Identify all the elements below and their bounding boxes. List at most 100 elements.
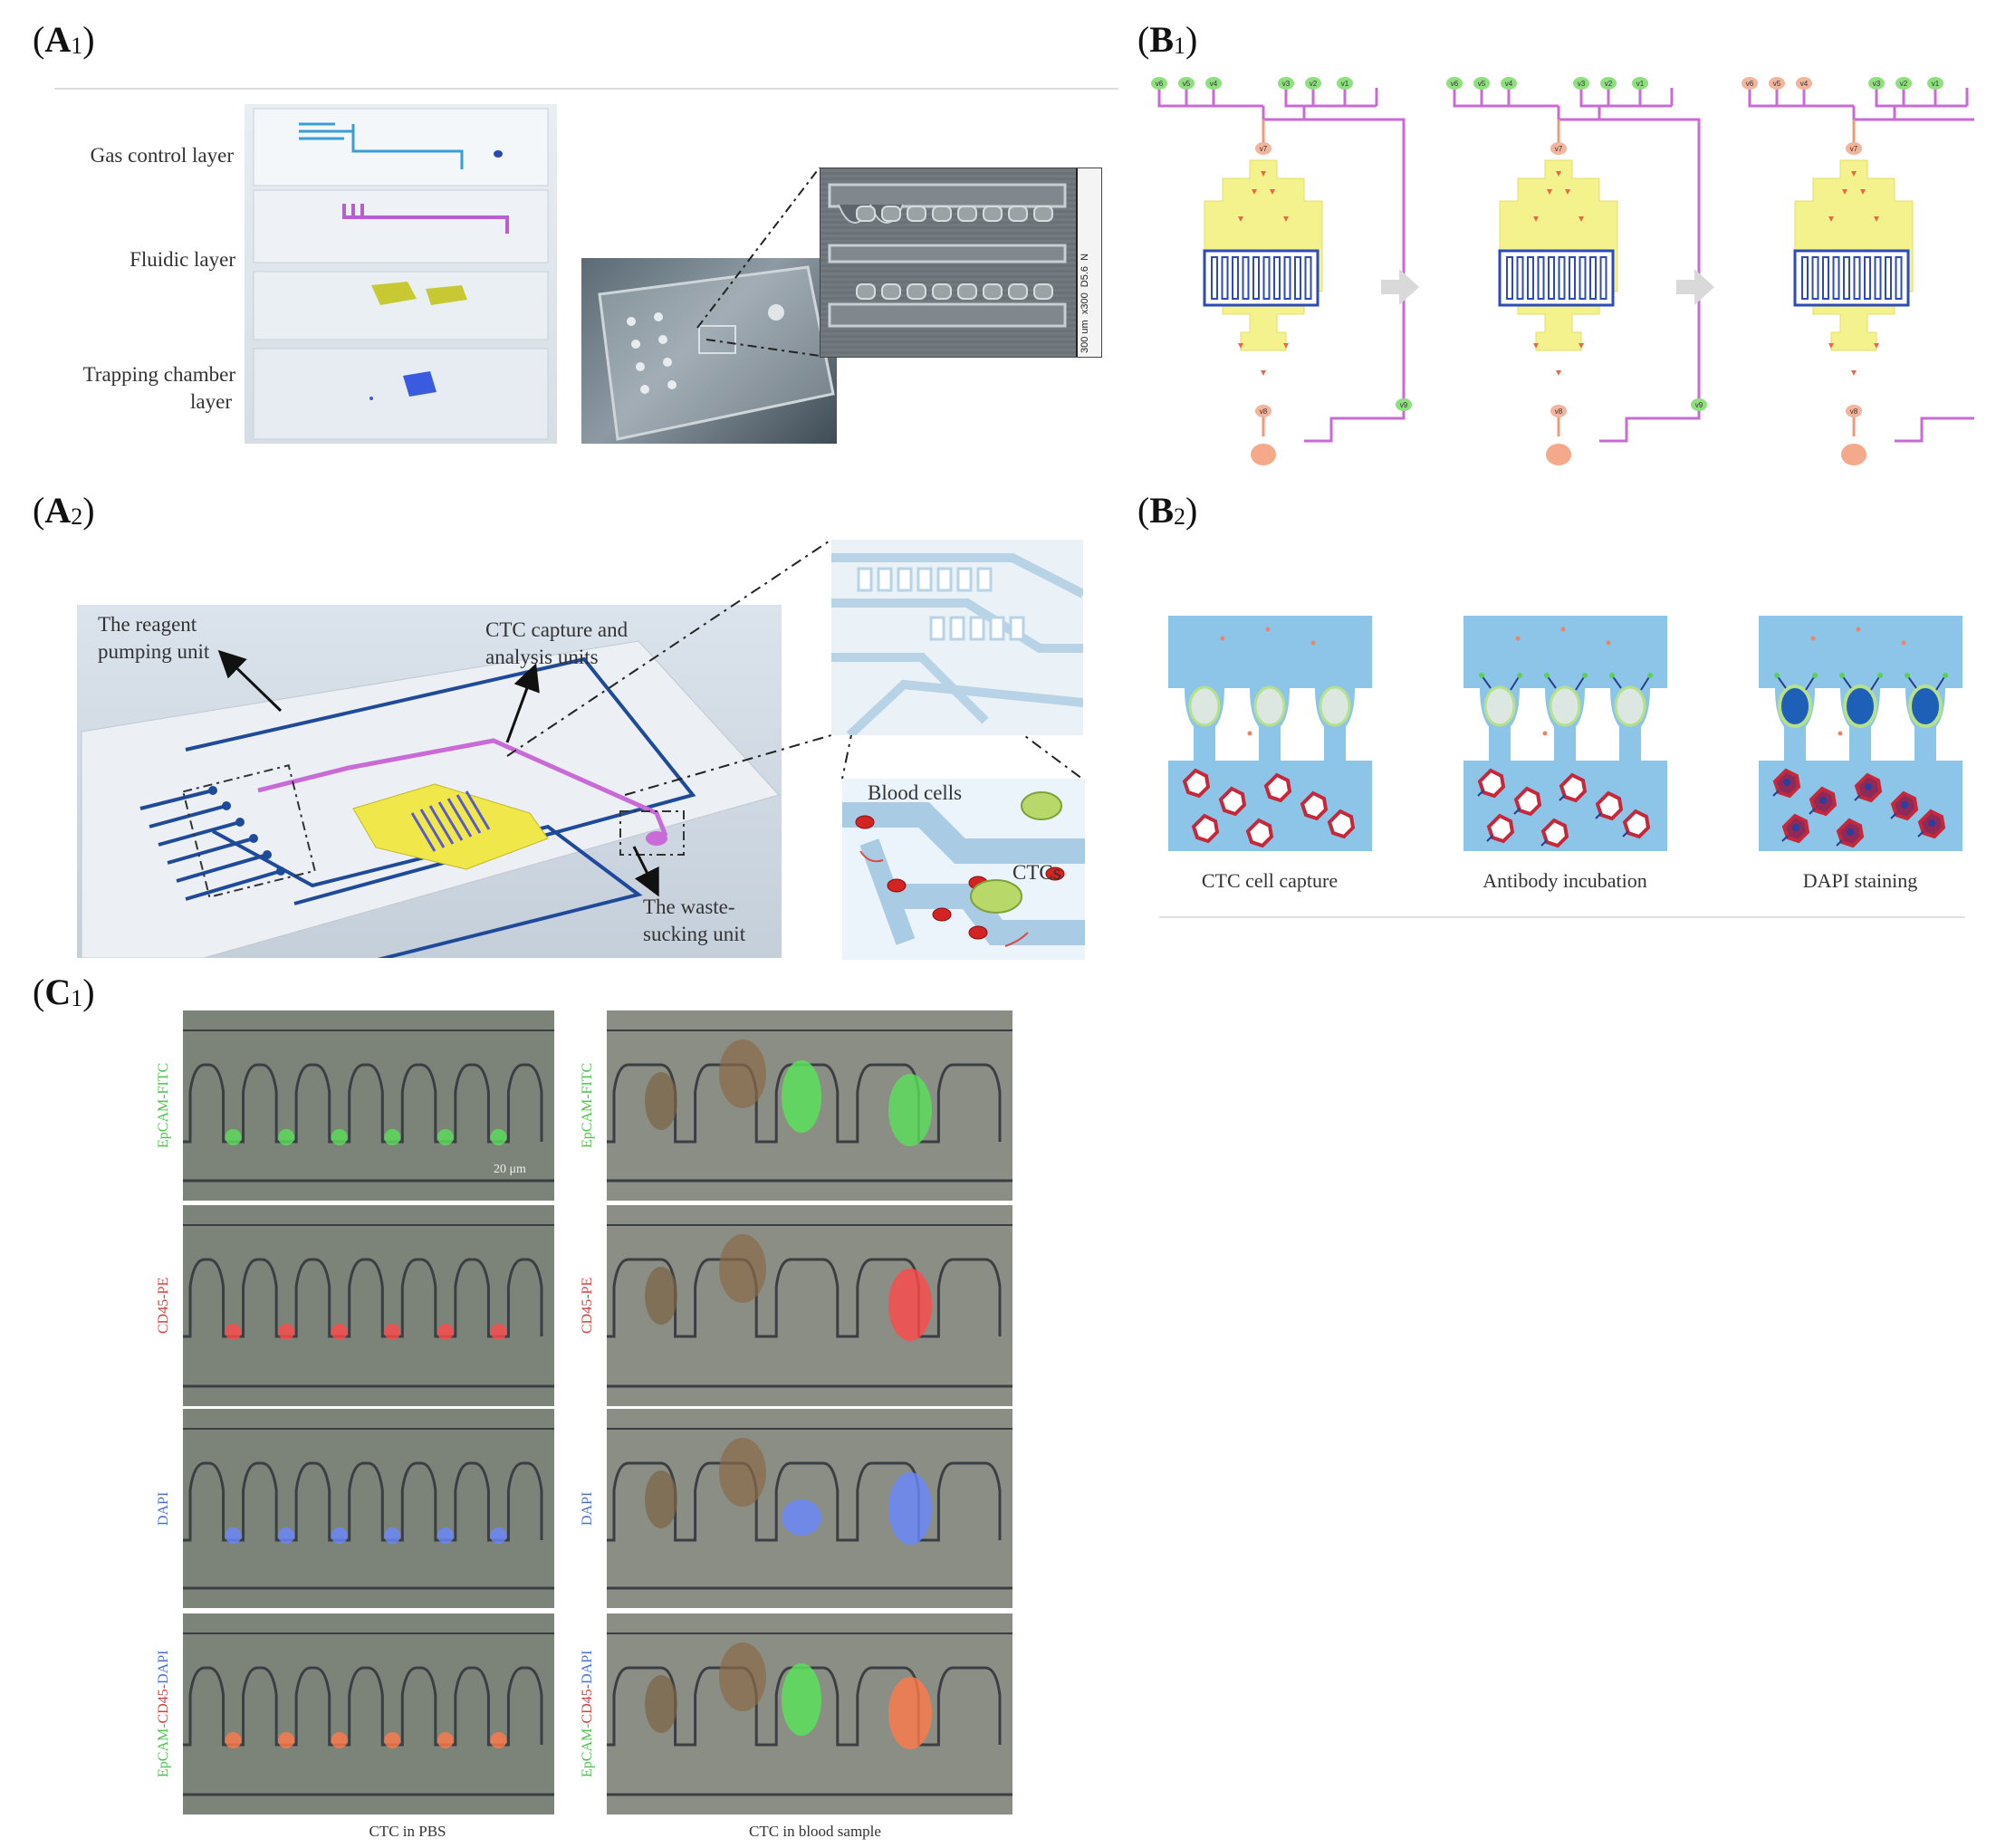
blood-cell <box>1245 818 1274 848</box>
row-label-right-1: EpCAM-FITC <box>580 1062 595 1149</box>
blood-cell <box>1540 818 1569 848</box>
panel-label-b1: (B1) <box>1137 19 1198 60</box>
valve-node <box>1796 77 1812 90</box>
valve-label: v8 <box>1850 407 1858 416</box>
valve-label: v7 <box>1555 145 1563 153</box>
valve-label: v7 <box>1850 145 1858 153</box>
valve-label: v2 <box>1900 80 1908 88</box>
layer-stack-figure <box>245 104 557 444</box>
valve-node <box>1396 398 1412 411</box>
ctc-cell <box>1908 685 1943 728</box>
panel-label-a2: (A2) <box>33 490 95 531</box>
step-arrow-1 <box>1381 269 1419 305</box>
blood-cell <box>1622 809 1651 839</box>
valve-node <box>1691 398 1707 411</box>
layer-label-fluidic: Fluidic layer <box>130 248 235 271</box>
micrograph-r4-c1 <box>183 1613 554 1814</box>
valve-label: v1 <box>1932 80 1940 88</box>
blood-cell <box>1218 786 1247 817</box>
layer-label-gas: Gas control layer <box>90 144 234 167</box>
micrograph-r1-c1 <box>183 1010 554 1201</box>
blood-cell <box>1182 768 1211 799</box>
valve-label: v1 <box>1341 80 1349 88</box>
valve-label: v2 <box>1310 80 1318 88</box>
stain-step-2: Antibody incubation <box>1463 616 1667 892</box>
valve-node <box>1846 142 1862 155</box>
label-ctc-capture-1: CTC capture and <box>485 618 629 641</box>
blood-cell <box>1263 772 1292 803</box>
valve-node <box>1446 77 1463 90</box>
blood-cell <box>1513 786 1542 817</box>
valve-node <box>1573 77 1589 90</box>
valve-node <box>1255 142 1271 155</box>
valve-label: v6 <box>1451 80 1459 88</box>
step-label: Antibody incubation <box>1483 869 1646 892</box>
valve-label: v4 <box>1505 80 1513 88</box>
valve-label: v2 <box>1605 80 1613 88</box>
micrograph-r4-c2 <box>607 1613 1012 1814</box>
blood-cell <box>1559 772 1588 803</box>
valve-label: v6 <box>1156 80 1164 88</box>
label-reagent-2: pumping unit <box>98 640 210 663</box>
label-waste-1: The waste- <box>643 895 735 918</box>
sem-image <box>820 168 1102 358</box>
valve-node <box>1927 77 1943 90</box>
panel-a1-divider <box>54 88 1118 90</box>
zoom-dash-lines-a1 <box>696 167 820 357</box>
micrograph-r2-c2 <box>607 1205 1012 1406</box>
label-ctc-capture-2: analysis units <box>485 646 599 668</box>
micrograph-r3-c2 <box>607 1409 1012 1608</box>
blood-cell <box>1191 813 1220 844</box>
panel-label-c1: (C1) <box>33 972 95 1012</box>
row-label-right-2: CD45-PE <box>580 1277 595 1335</box>
valve-node <box>1337 77 1353 90</box>
valve-node <box>1205 77 1222 90</box>
valve-label: v9 <box>1400 401 1408 409</box>
valve-node <box>1178 77 1195 90</box>
valve-node <box>1769 77 1785 90</box>
row-label-3: DAPI <box>156 1491 171 1526</box>
valve-label: v5 <box>1773 80 1781 88</box>
panel-label-b2: (B2) <box>1137 490 1198 531</box>
row-label-right-4: EpCAM-CD45-DAPI <box>580 1650 595 1778</box>
valve-node <box>1473 77 1490 90</box>
b2-underline <box>1159 916 1965 918</box>
scale-bar-label: 20 μm <box>494 1163 526 1176</box>
stain-step-1: CTC cell capture <box>1168 616 1372 892</box>
layer-label-trapping-2: layer <box>190 390 232 413</box>
valve-node <box>1868 77 1885 90</box>
valve-label: v1 <box>1636 80 1645 88</box>
blood-cell <box>1477 768 1506 799</box>
blood-cell <box>1595 790 1624 821</box>
valve-node <box>1255 405 1271 417</box>
valve-label: v5 <box>1183 80 1191 88</box>
valve-node <box>1895 77 1912 90</box>
panel-label-a1: (A1) <box>33 19 95 60</box>
stain-step-3: DAPI staining <box>1759 616 1962 892</box>
valve-label: v8 <box>1555 407 1563 416</box>
valve-node <box>1600 77 1617 90</box>
ctc-cell <box>1843 685 1877 728</box>
ctc-cell <box>1319 685 1351 727</box>
valve-node <box>1632 77 1648 90</box>
label-reagent-1: The reagent <box>98 613 197 636</box>
ctc-cell <box>1253 685 1286 727</box>
column-label-pbs: CTC in PBS <box>369 1823 446 1840</box>
valve-node <box>1550 142 1567 155</box>
label-ctcs: CTCs <box>1012 861 1061 884</box>
micrograph-r2-c1 <box>183 1205 554 1406</box>
valve-label: v4 <box>1210 80 1218 88</box>
label-blood-cells: Blood cells <box>868 781 963 804</box>
micrograph-r3-c1 <box>183 1409 554 1608</box>
blood-cell <box>1486 813 1515 844</box>
ctc-cell <box>1483 685 1516 727</box>
row-label-4: EpCAM-CD45-DAPI <box>156 1650 171 1778</box>
valve-label: v4 <box>1800 80 1809 88</box>
column-label-blood: CTC in blood sample <box>749 1823 881 1840</box>
ctc-cell <box>1614 685 1646 727</box>
